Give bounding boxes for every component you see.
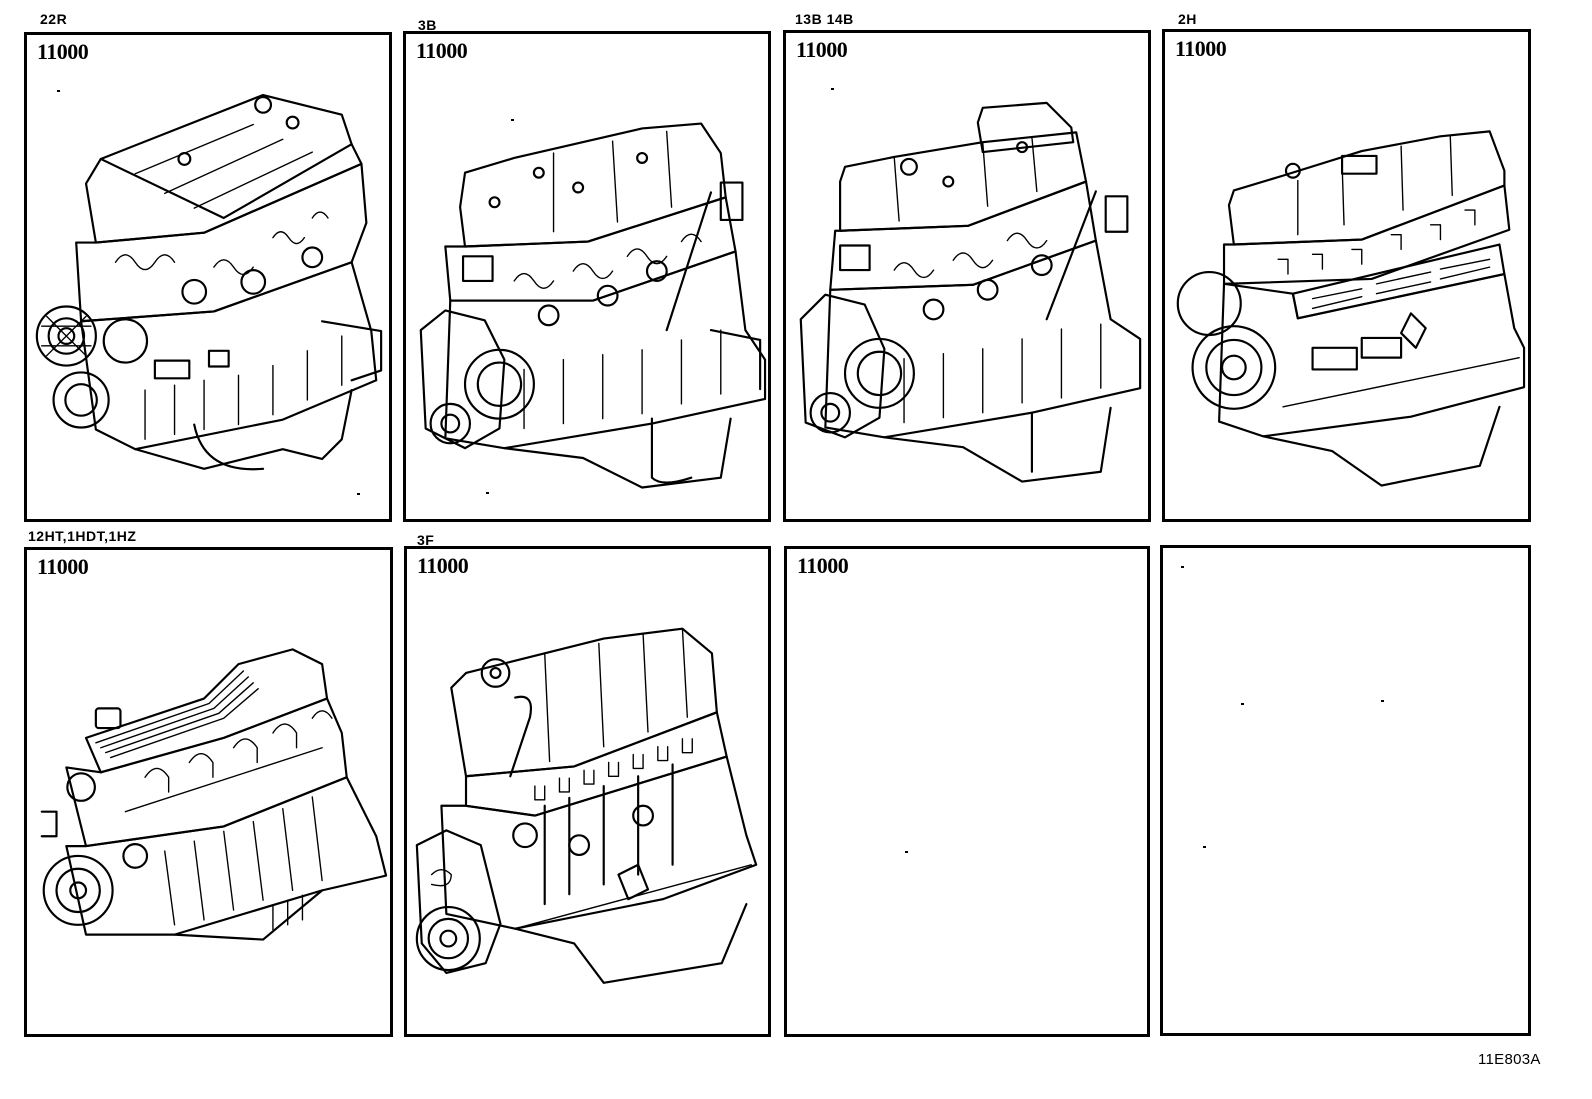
engine-2h-illustration-icon [1176,130,1526,487]
engine-13b-14b-illustration-icon [799,101,1142,483]
panel-3f[interactable]: 11000 [404,546,771,1037]
panel-3b[interactable]: 11000 [403,31,771,522]
engine-3f-illustration-icon [415,627,758,984]
engine-label-22r: 22R [40,11,68,27]
part-number: 11000 [796,37,848,62]
engine-label-3b: 3B [418,17,437,33]
engine-label-3f: 3F [417,532,435,548]
engine-22r-illustration-icon [35,93,383,471]
panel-22r[interactable]: 11000 [24,32,392,522]
engine-3b-illustration-icon [419,122,767,489]
panel-11000-empty[interactable]: 11000 [784,546,1150,1037]
part-number: 11000 [37,39,89,64]
part-number: 11000 [797,553,849,578]
panel-empty[interactable] [1160,545,1531,1036]
panel-2h[interactable]: 11000 [1162,29,1531,522]
panel-12ht-1hdt-1hz[interactable]: 11000 [24,547,393,1037]
engine-label-13b-14b: 13B 14B [795,11,854,27]
part-number: 11000 [417,553,469,578]
engine-label-2h: 2H [1178,11,1197,27]
part-number: 11000 [37,554,89,579]
figure-id: 11E803A [1478,1051,1541,1068]
engine-12ht-1hdt-1hz-illustration-icon [40,648,388,941]
panel-13b-14b[interactable]: 11000 [783,30,1151,522]
part-number: 11000 [416,38,468,63]
engine-label-12ht-1hdt-1hz: 12HT,1HDT,1HZ [28,528,137,544]
part-number: 11000 [1175,36,1227,61]
